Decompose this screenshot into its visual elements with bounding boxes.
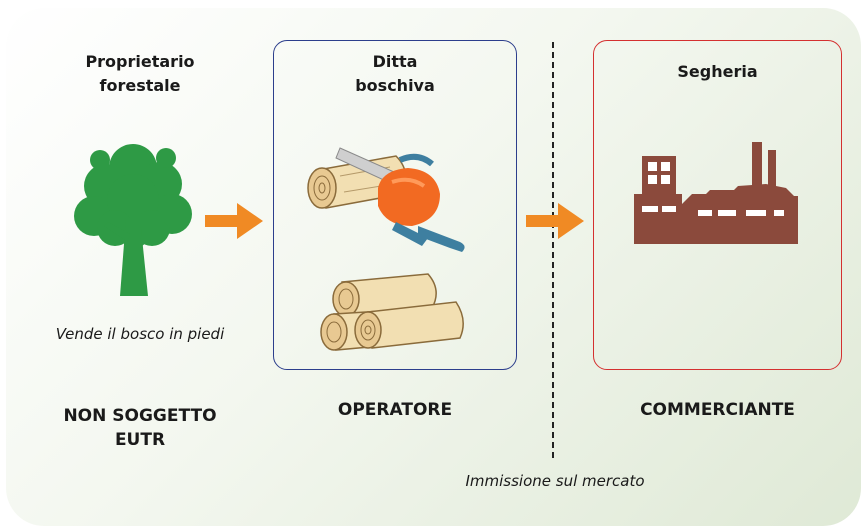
ditta-role: OPERATORE — [337, 400, 453, 420]
market-divider — [552, 42, 554, 458]
proprietario-status-line1: NON SOGGETTO — [63, 406, 217, 426]
proprietario-title-line1: Proprietario — [85, 52, 195, 71]
factory-icon — [634, 142, 798, 244]
divider-caption: Immissione sul mercato — [465, 472, 645, 490]
arrow-icon — [205, 203, 263, 239]
segheria-role: COMMERCIANTE — [640, 400, 795, 420]
segheria-title: Segheria — [677, 62, 758, 81]
proprietario-title-line2: forestale — [99, 76, 181, 95]
proprietario-status: NON SOGGETTO EUTR — [30, 404, 250, 452]
arrow-icon — [526, 203, 584, 239]
ditta-title-line2: boschiva — [355, 76, 435, 95]
ditta-title-line1: Ditta — [372, 52, 418, 71]
proprietario-title: Proprietario forestale — [50, 50, 230, 98]
diagram-panel — [6, 8, 861, 526]
log-chainsaw-icon — [307, 147, 465, 252]
ditta-box — [273, 40, 517, 370]
proprietario-caption: Vende il bosco in piedi — [55, 325, 225, 343]
segheria-box — [593, 40, 842, 370]
ditta-title: Ditta boschiva — [300, 50, 490, 98]
logs-icon — [320, 273, 464, 351]
proprietario-status-line2: EUTR — [114, 430, 166, 450]
tree-icon — [74, 144, 192, 296]
